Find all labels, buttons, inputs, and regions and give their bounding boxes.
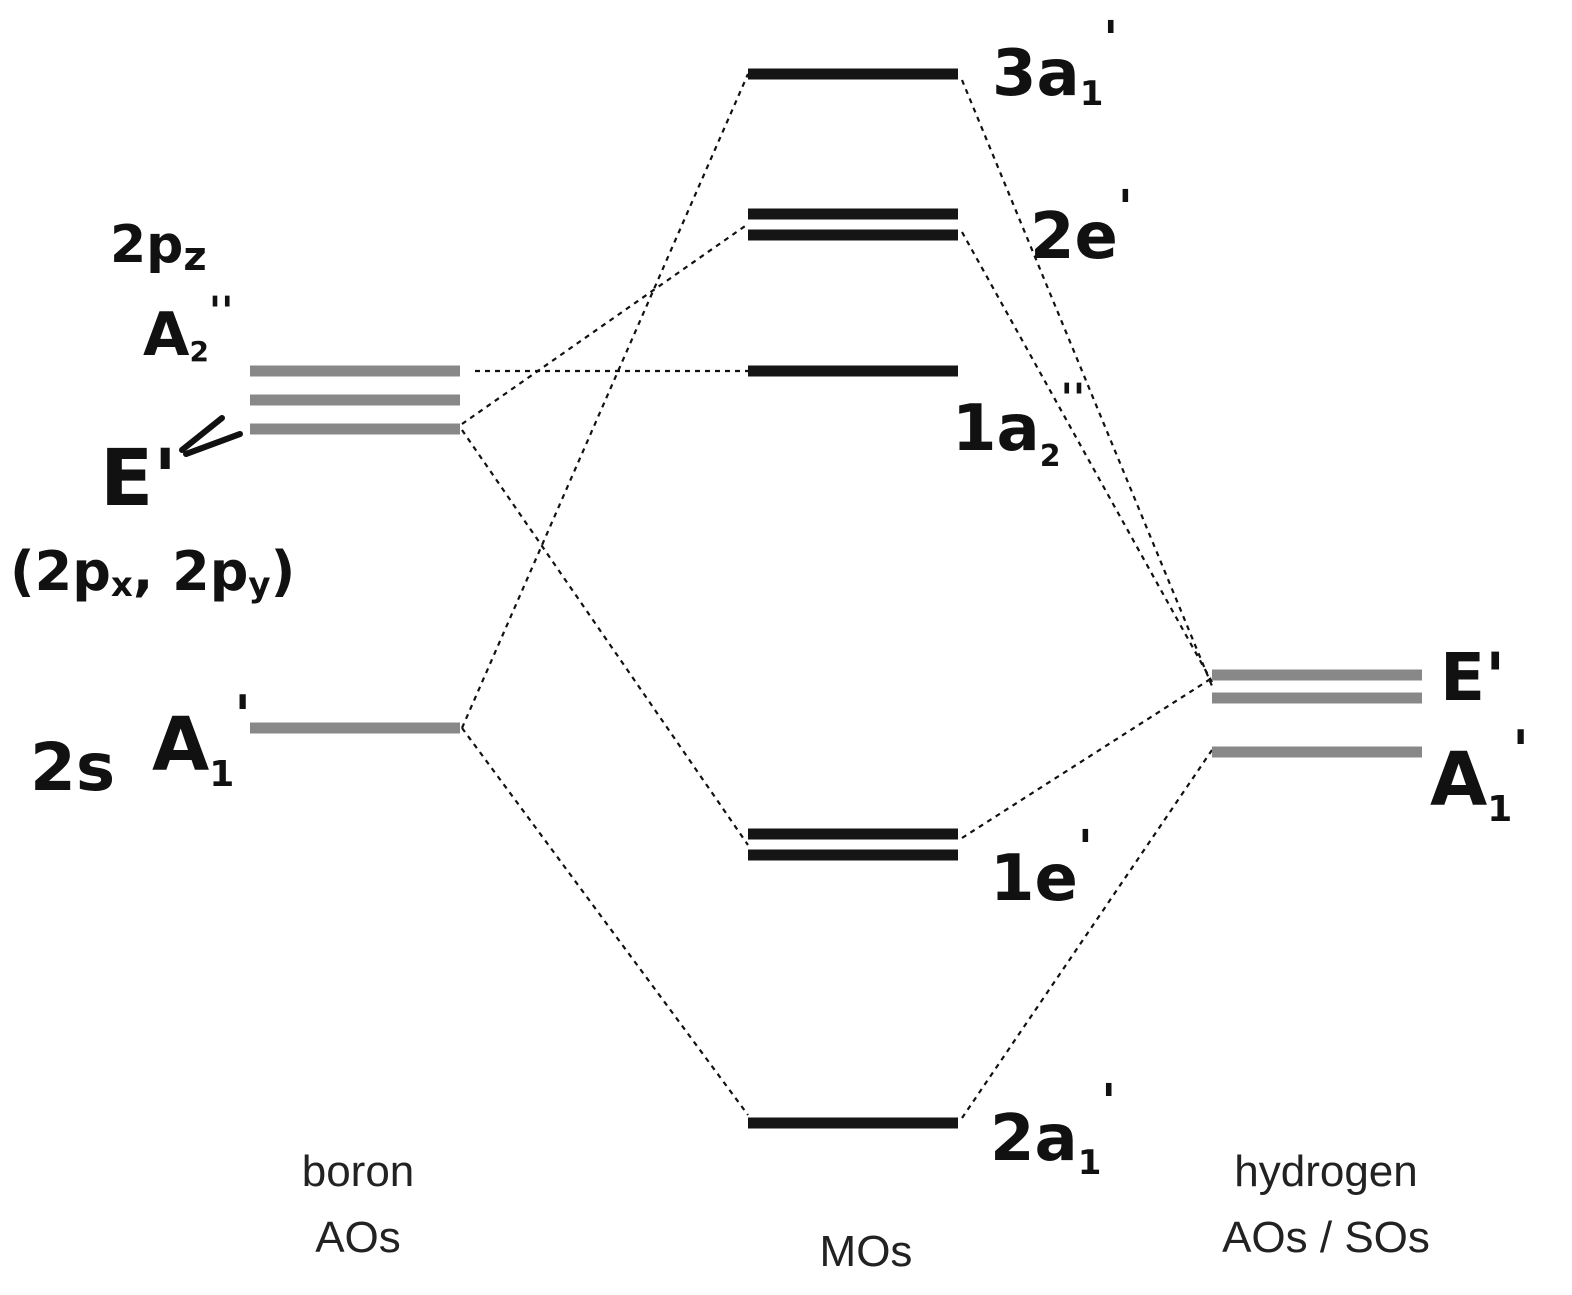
e-prime-bracket-lower [183,431,243,457]
caption-boron-line2: AOs [315,1213,401,1262]
label-pxy-close: ) [271,540,296,603]
label-pxy-y: y [248,565,270,605]
boron-labels: 2pz A2'' E' (2px, 2py) 2s A1' [10,215,295,806]
connector-2s-2a1 [461,727,749,1116]
label-2s: 2s [30,729,115,806]
label-e-prime-boron: E' [100,434,177,524]
label-a2-sub: 2 [189,335,208,368]
label-a1-prime-boron: A1' [152,684,251,795]
e-prime-bracket-upper [179,415,225,453]
label-3a1-prime: 3a1 ' [992,11,1118,114]
label-3a1-sup: ' [1103,11,1118,67]
label-3a1-main: 3a [992,37,1080,111]
label-h-a1-sub: 1 [1487,789,1512,830]
label-2a1-main: 2a [990,1102,1078,1176]
caption-hydrogen-line2: AOs / SOs [1222,1213,1430,1262]
label-2e-main: 2e [1030,200,1118,274]
label-a1-prime-hydrogen: A1' [1430,719,1529,830]
label-1e-prime: 1e' [990,820,1093,916]
label-a1-sub: 1 [209,754,234,795]
label-a2-main: A [143,300,190,370]
label-2px-2py: (2px, 2py) [10,540,295,605]
label-1a2-sub: 2 [1040,439,1061,474]
label-h-a1-main: A [1430,737,1487,823]
mo-labels: 3a1' 2e' 1a2'' 1e' 2a1' [952,11,1133,1183]
label-1a2-main: 1a [952,392,1040,466]
connector-2s-3a1 [460,73,750,729]
label-h-a1-sup: ' [1512,719,1529,782]
label-pxy-open: (2p [10,540,111,603]
label-2e-sup: ' [1118,180,1133,236]
label-2a1-prime: 2a1 ' [990,1074,1116,1183]
caption-mos: MOs [820,1227,913,1276]
label-1a2-double-prime: 1a2'' [952,376,1085,474]
label-1a2-sup: '' [1061,376,1086,422]
caption-boron-line1: boron [302,1147,415,1196]
label-a1-main: A [152,702,209,788]
label-2pz-sub: z [183,234,206,280]
label-a2-double-prime: A2'' [143,289,233,370]
label-pxy-x: x [111,565,133,605]
correlation-lines [460,73,1214,1119]
boron-ao-levels [250,365,460,734]
connector-3a1-h-a1 [960,79,1214,687]
label-pxy-mid: , 2p [133,540,249,603]
hydrogen-so-levels [1212,669,1422,758]
label-3a1-sub: 1 [1080,74,1104,114]
label-2e-prime: 2e' [1030,180,1133,274]
caption-hydrogen-line1: hydrogen [1234,1147,1417,1196]
hydrogen-labels: E' A1' [1430,639,1529,830]
connector-eprime-2e [461,223,749,425]
label-e-prime-hydrogen: E' [1440,639,1505,716]
label-1e-main: 1e [990,842,1078,916]
label-a2-sup: '' [209,289,234,335]
connector-2a1-h-a1 [961,749,1213,1119]
connector-1e-h-e [961,677,1213,839]
label-2pz: 2pz [110,215,207,280]
label-2a1-sup: ' [1101,1074,1116,1130]
label-2a1-sub: 1 [1078,1143,1102,1183]
column-captions: boron AOs MOs hydrogen AOs / SOs [302,1147,1430,1276]
label-a1-sup: ' [234,684,251,747]
label-1e-sup: ' [1078,820,1093,876]
connector-eprime-1e [461,429,749,846]
mo-levels [748,68,958,1129]
label-2pz-main: 2p [110,215,183,275]
